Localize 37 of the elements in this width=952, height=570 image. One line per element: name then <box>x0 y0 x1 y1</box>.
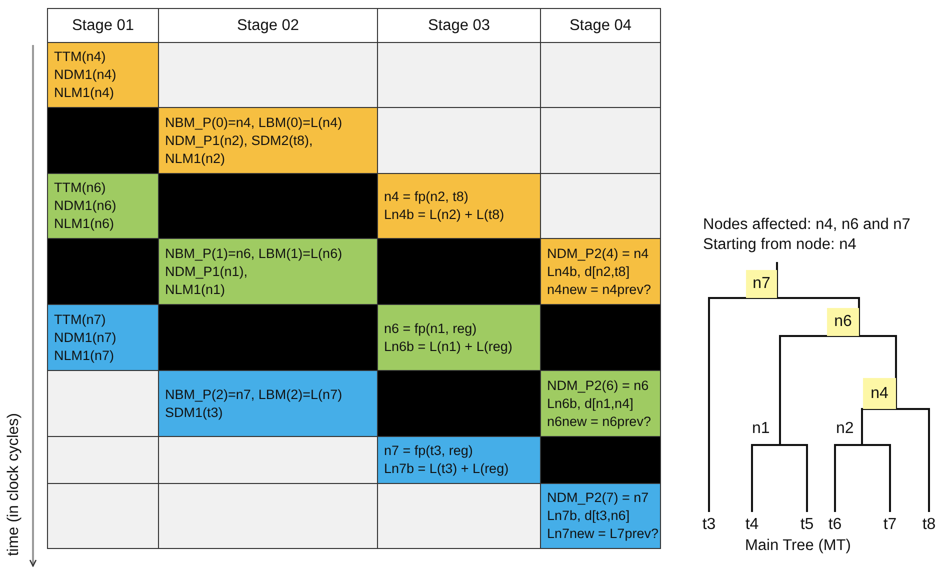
node-label: n1 <box>750 420 780 445</box>
note-text: Starting from node: n4 <box>703 236 856 254</box>
table-cell: TTM(n4) NDM1(n4) NLM1(n4) <box>47 42 159 108</box>
leaf-label: t7 <box>880 512 900 536</box>
leaf-label: t4 <box>742 512 762 536</box>
leaf-label: t3 <box>699 512 719 536</box>
tree-branch <box>834 444 862 512</box>
leaf-label: t8 <box>919 512 939 536</box>
table-cell: n6 = fp(n1, reg) Ln6b = L(n1) + L(reg) <box>377 304 541 371</box>
tree-branch <box>896 408 930 512</box>
table-cell: NBM_P(2)=n7, LBM(2)=L(n7) SDM1(t3) <box>158 370 378 437</box>
column-header: Stage 01 <box>47 8 159 43</box>
table-cell: n7 = fp(t3, reg) Ln7b = L(t3) + L(reg) <box>377 436 541 484</box>
table-cell: NBM_P(0)=n4, LBM(0)=L(n4) NDM_P1(n2), SDM2(t8), NLM1(n2) <box>158 107 378 174</box>
axis-label: time (in clock cycles) <box>5 413 23 556</box>
table-cell: NDM_P2(7) = n7 Ln7b, d[t3,n6] Ln7new = L7prev? <box>540 483 661 549</box>
note-text: Nodes affected: n4, n6 and n7 <box>703 216 910 234</box>
table-cell: NDM_P2(6) = n6 Ln6b, d[n1,n4] n6new = n6prev? <box>540 370 661 437</box>
highlighted-node-label: n6 <box>827 308 859 336</box>
tree-branch <box>780 444 808 512</box>
table-cell: TTM(n7) NDM1(n7) NLM1(n7) <box>47 304 159 371</box>
table-cell: NBM_P(1)=n6, LBM(1)=L(n6) NDM_P1(n1), NLM1(n1) <box>158 238 378 305</box>
highlighted-node-label: n4 <box>863 378 896 409</box>
leaf-label: t5 <box>797 512 817 536</box>
table-cell: n4 = fp(n2, t8) Ln4b = L(n2) + L(t8) <box>377 173 541 239</box>
table-cell: NDM_P2(4) = n4 Ln4b, d[n2,t8] n4new = n4prev? <box>540 238 661 305</box>
tree-branch <box>862 444 891 512</box>
column-header: Stage 04 <box>540 8 661 43</box>
tree-branch <box>708 297 777 512</box>
tree-branch <box>861 408 896 445</box>
highlighted-node-label: n7 <box>746 270 777 298</box>
tree-branch <box>751 444 780 512</box>
leaf-label: t6 <box>825 512 845 536</box>
tree-caption: Main Tree (MT) <box>745 537 851 555</box>
node-label: n2 <box>834 420 862 445</box>
table-cell: TTM(n6) NDM1(n6) NLM1(n6) <box>47 173 159 239</box>
tree-branch <box>779 335 859 445</box>
